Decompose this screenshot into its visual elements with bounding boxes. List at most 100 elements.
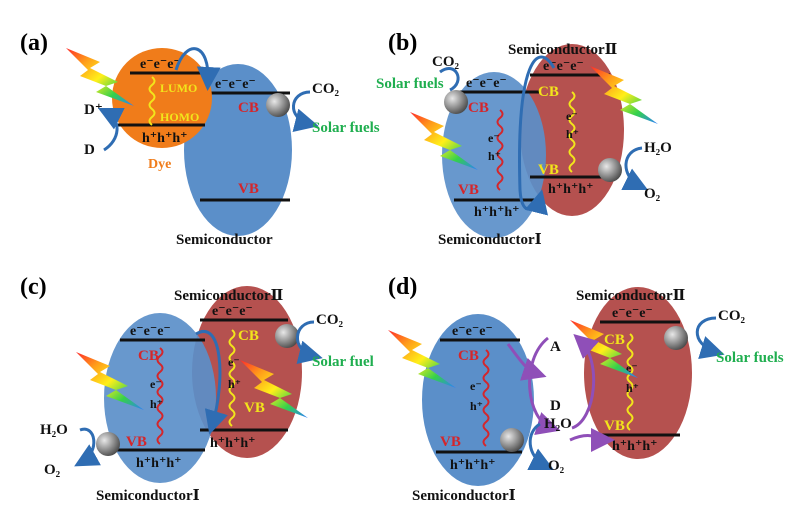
panel-d: (d) e⁻e⁻e⁻ e⁻e⁻e⁻ CB VB CB VB h⁺h⁺h⁺ h⁺h…	[388, 274, 784, 504]
excitation-wave-1-d	[482, 349, 490, 447]
semiconductor-label-a: Semiconductor	[176, 232, 273, 248]
donor-arrow-a	[97, 107, 125, 152]
electron-1-c: e⁻	[150, 377, 162, 391]
vb-label-2-d: VB	[604, 418, 625, 434]
cb-label-1-c: CB	[138, 348, 159, 364]
electrons-1-c: e⁻e⁻e⁻	[130, 324, 171, 339]
holes-1-d: h⁺h⁺h⁺	[450, 458, 496, 473]
z-scheme-arrow-b	[518, 55, 556, 216]
vb-label-a: VB	[238, 181, 259, 197]
excitation-wave-1-b	[496, 109, 504, 191]
holes-1-b: h⁺h⁺h⁺	[474, 205, 520, 220]
mediator-loop-left-d	[528, 336, 561, 436]
h2o-label-d: H₂O	[544, 416, 572, 432]
cb-label-a: CB	[238, 100, 259, 116]
h2o-label-b: H₂O	[644, 140, 672, 156]
dye-electrons: e⁻e⁻e⁻	[140, 57, 181, 72]
excitation-wave-2-c	[228, 329, 236, 427]
electron-2-b: e⁻	[566, 109, 578, 123]
solar-fuel-c: Solar fuel	[312, 354, 374, 370]
hole-1-b: h⁺	[488, 149, 501, 163]
cb-label-1-d: CB	[458, 348, 479, 364]
vb-label-2-b: VB	[538, 162, 559, 178]
mediator-loop-right-d	[571, 333, 600, 430]
semiconductor-1-label-d: SemiconductorⅠ	[412, 488, 516, 504]
excitation-wave-a	[148, 76, 156, 126]
o2-label-d: O₂	[548, 458, 565, 474]
cocatalyst-sphere-icon	[96, 432, 120, 456]
cb-label-2-c: CB	[238, 328, 259, 344]
cb-label-2-d: CB	[604, 332, 625, 348]
panel-b-label: (b)	[388, 30, 417, 56]
holes-2-c: h⁺h⁺h⁺	[210, 436, 256, 451]
d-plus-label: D⁺	[84, 102, 103, 118]
semiconductor-1-label-b: SemiconductorⅠ	[438, 232, 542, 248]
lumo-label: LUMO	[160, 81, 197, 95]
dye-label: Dye	[148, 157, 171, 172]
excitation-wave-2-d	[626, 333, 634, 431]
hole-1-c: h⁺	[150, 397, 163, 411]
semiconductor-2-b	[520, 44, 624, 216]
semiconductor-2-label-c: SemiconductorⅡ	[174, 288, 283, 304]
panel-d-label: (d)	[388, 274, 417, 300]
hole-2-b: h⁺	[566, 127, 579, 141]
water-arrow-b	[621, 146, 649, 191]
electrons-1-b: e⁻e⁻e⁻	[466, 76, 507, 91]
electron-1-b: e⁻	[488, 131, 500, 145]
d-label-a: D	[84, 142, 95, 158]
co2-arrow-b	[439, 67, 460, 92]
type-ii-arrow-c	[195, 330, 228, 435]
cocatalyst-sphere-icon	[275, 324, 299, 348]
panel-b: (b) e⁻e⁻e⁻ e⁻e⁻e⁻ CB VB CB VB h⁺h⁺h⁺ h⁺h…	[376, 30, 672, 248]
water-arrow-d	[527, 422, 555, 471]
electrons-1-d: e⁻e⁻e⁻	[452, 324, 493, 339]
panel-a: (a) e⁻e⁻e⁻ CB VB e⁻e⁻e⁻ LUMO HOMO h⁺h⁺h⁺…	[20, 30, 380, 248]
electron-1-d: e⁻	[470, 379, 482, 393]
cocatalyst-sphere-icon	[664, 326, 688, 350]
co2-label-c: CO₂	[316, 312, 344, 328]
acceptor-arrow-d	[506, 343, 547, 381]
semiconductor-2-label-d: SemiconductorⅡ	[576, 288, 685, 304]
electrons-2-b: e⁻e⁻e⁻	[543, 59, 584, 74]
acceptor-label-d: A	[550, 339, 561, 355]
vb-label-1-c: VB	[126, 434, 147, 450]
injection-arrow-a	[174, 47, 221, 91]
co2-label-d: CO₂	[718, 308, 746, 324]
semiconductor-1-label-c: SemiconductorⅠ	[96, 488, 200, 504]
co2-arrow-a	[292, 90, 319, 132]
co2-label-a: CO₂	[312, 81, 340, 97]
cocatalyst-sphere-icon	[444, 90, 468, 114]
cocatalyst-sphere-icon	[598, 158, 622, 182]
donor-arrow-d	[569, 427, 615, 452]
electron-2-c: e⁻	[228, 355, 240, 369]
panel-a-label: (a)	[20, 30, 48, 56]
electrons-2-d: e⁻e⁻e⁻	[612, 306, 653, 321]
solar-fuels-d: Solar fuels	[716, 350, 784, 366]
hole-2-d: h⁺	[626, 381, 639, 395]
cb-label-2-b: CB	[538, 84, 559, 100]
co2-label-b: CO₂	[432, 54, 460, 70]
cocatalyst-sphere-icon	[500, 428, 524, 452]
holes-2-b: h⁺h⁺h⁺	[548, 182, 594, 197]
excitation-wave-1-c	[156, 347, 164, 445]
holes-2-d: h⁺h⁺h⁺	[612, 439, 658, 454]
holes-1-c: h⁺h⁺h⁺	[136, 456, 182, 471]
semiconductor-1-c	[104, 313, 216, 483]
hole-2-c: h⁺	[228, 377, 241, 391]
h2o-label-c: H₂O	[40, 422, 68, 438]
semiconductor-2-d	[584, 287, 692, 459]
solar-fuels-a: Solar fuels	[312, 120, 380, 136]
panel-c: (c) e⁻e⁻e⁻ e⁻e⁻e⁻ CB VB CB VB h⁺h⁺h⁺ h⁺h…	[20, 274, 374, 504]
semiconductor-2-label-b: SemiconductorⅡ	[508, 42, 617, 58]
donor-label-d: D	[550, 398, 561, 414]
o2-label-b: O₂	[644, 186, 661, 202]
solar-fuels-b: Solar fuels	[376, 76, 444, 92]
hole-1-d: h⁺	[470, 399, 483, 413]
electron-2-d: e⁻	[626, 361, 638, 375]
excitation-wave-2-b	[568, 91, 576, 173]
vb-label-1-d: VB	[440, 434, 461, 450]
water-arrow-c	[74, 427, 101, 467]
cocatalyst-sphere-icon	[266, 93, 290, 117]
o2-label-c: O₂	[44, 462, 61, 478]
